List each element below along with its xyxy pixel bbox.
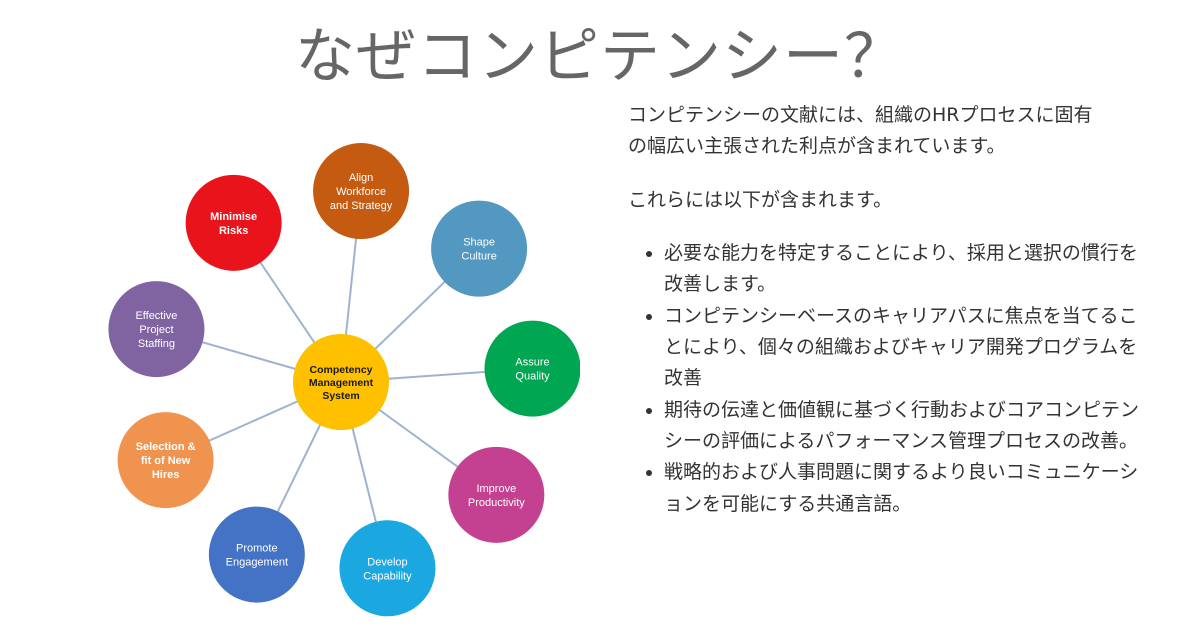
satellite-circle (108, 281, 205, 378)
satellite-circle (448, 446, 545, 543)
benefits-list: 必要な能力を特定することにより、採用と選択の慣行を改善します。 コンピテンシーベ… (628, 238, 1144, 520)
satellite-circle (339, 520, 436, 617)
benefit-item: 必要な能力を特定することにより、採用と選択の慣行を改善します。 (664, 238, 1144, 301)
text-panel: コンピテンシーの文献には、組織のHRプロセスに固有の幅広い主張された利点が含まれ… (628, 100, 1188, 520)
satellite-circle (431, 200, 528, 297)
lead-paragraph: これらには以下が含まれます。 (628, 188, 893, 211)
satellite-circle (484, 320, 580, 417)
benefit-item: 戦略的および人事問題に関するより良いコミュニケーションを可能にする共通言語。 (664, 457, 1144, 520)
satellite-circle (208, 506, 305, 603)
benefit-item: 期待の伝達と価値観に基づく行動およびコアコンピテンシーの評価によるパフォーマンス… (664, 395, 1144, 458)
satellite-circle (185, 174, 282, 271)
benefit-item: コンピテンシーベースのキャリアパスに焦点を当てることにより、個々の組織およびキャ… (664, 301, 1144, 395)
intro-paragraph: コンピテンシーの文献には、組織のHRプロセスに固有の幅広い主張された利点が含まれ… (628, 104, 1093, 158)
hub-circle (293, 334, 389, 430)
page-title: なぜコンピテンシー？ (295, 22, 905, 92)
satellite-circle (117, 412, 214, 509)
satellite-circle (313, 143, 410, 240)
